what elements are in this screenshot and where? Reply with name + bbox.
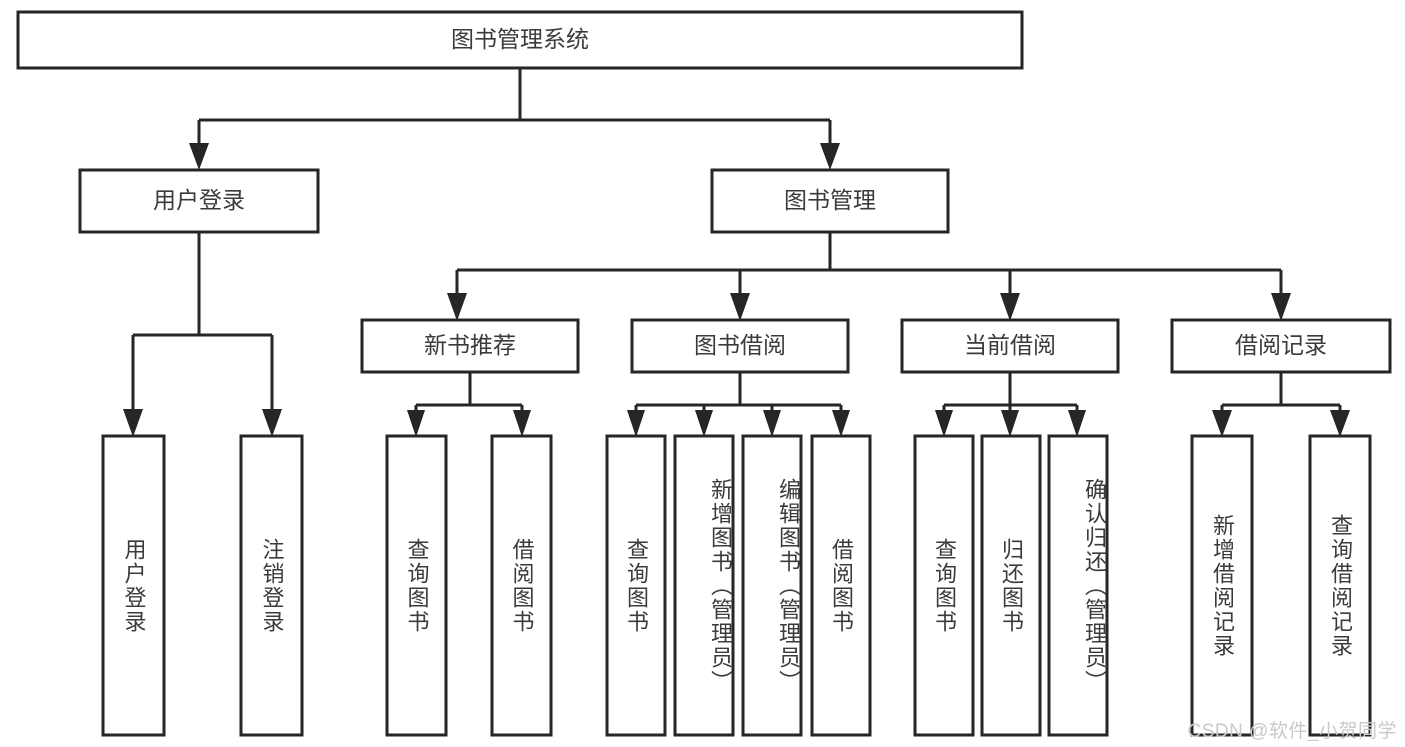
edges-group <box>123 68 1350 437</box>
arrow-current-l2 <box>1001 410 1019 437</box>
leaf-user-login-box[interactable] <box>101 434 166 737</box>
arrow-root-to-user-login <box>189 143 209 170</box>
node-borrow-record-box[interactable] <box>1170 318 1392 374</box>
leaf-logout-login-box[interactable] <box>239 434 304 737</box>
watermark-text: CSDN @软件_小贺同学 <box>1187 721 1397 742</box>
node-new-book-rec-label: 新书推荐 <box>424 332 516 358</box>
node-book-manage-label: 图书管理 <box>784 187 876 213</box>
arrow-root-to-book-manage <box>820 143 840 170</box>
leaf-borrow-book-1-box[interactable] <box>490 434 553 737</box>
node-root-label: 图书管理系统 <box>451 26 589 52</box>
arrow-userlogin-l2 <box>262 409 282 437</box>
arrow-record-l1 <box>1212 410 1232 437</box>
arrow-newbook-l1 <box>407 410 425 437</box>
arrow-bm-c1 <box>447 293 467 321</box>
leaf-edit-book-box[interactable] <box>741 434 803 737</box>
leaf-borrow-book-2-box[interactable] <box>810 434 872 737</box>
node-user-login-label: 用户登录 <box>153 187 245 213</box>
leaf-query-book-1-box[interactable] <box>385 434 448 737</box>
arrow-borrow-l1 <box>627 410 645 437</box>
leaf-query-book-3-box[interactable] <box>913 434 975 737</box>
arrow-newbook-l2 <box>513 410 531 437</box>
arrow-current-l3 <box>1068 410 1086 437</box>
leaf-query-book-2-box[interactable] <box>605 434 667 737</box>
node-new-book-rec-box[interactable] <box>360 318 580 374</box>
node-book-borrow-box[interactable] <box>630 318 850 374</box>
leaf-add-record-box[interactable] <box>1190 434 1254 737</box>
nodes-group: 图书管理系统 用户登录 图书管理 新书推荐 图书借阅 当前借阅 借阅记录 <box>16 10 1392 737</box>
leaf-query-record-box[interactable] <box>1308 434 1372 737</box>
node-current-borrow-label: 当前借阅 <box>964 332 1056 358</box>
arrow-borrow-l3 <box>763 410 781 437</box>
arrow-userlogin-l1 <box>123 409 143 437</box>
node-root-box[interactable] <box>16 10 1024 70</box>
node-borrow-record-label: 借阅记录 <box>1235 332 1327 358</box>
leaf-confirm-return-box[interactable] <box>1047 434 1109 737</box>
arrow-record-l2 <box>1330 410 1350 437</box>
arrow-current-l1 <box>935 410 953 437</box>
arrow-borrow-l4 <box>832 410 850 437</box>
arrow-bm-c4 <box>1271 293 1291 321</box>
arrow-borrow-l2 <box>695 410 713 437</box>
arrow-bm-c2 <box>730 293 750 321</box>
leaf-return-book-box[interactable] <box>980 434 1042 737</box>
node-user-login-box[interactable] <box>78 168 320 234</box>
node-book-borrow-label: 图书借阅 <box>694 332 786 358</box>
node-book-manage-box[interactable] <box>710 168 950 234</box>
node-current-borrow-box[interactable] <box>900 318 1120 374</box>
leaf-add-book-box[interactable] <box>673 434 735 737</box>
arrow-bm-c3 <box>1000 293 1020 321</box>
